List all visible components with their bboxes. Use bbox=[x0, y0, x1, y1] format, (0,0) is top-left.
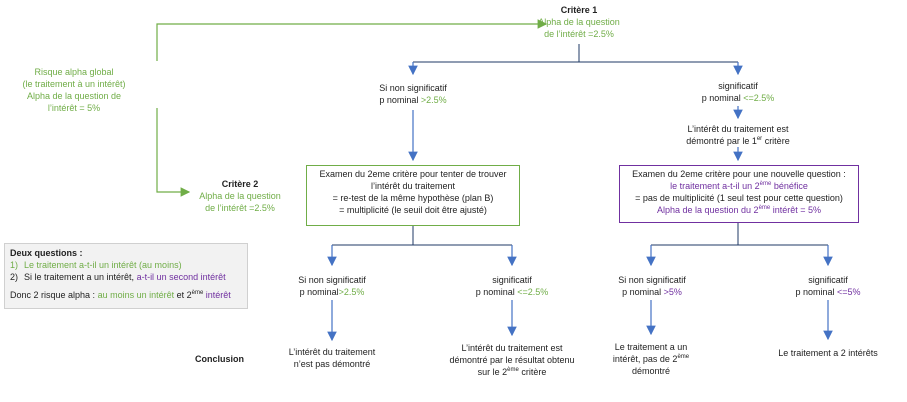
global-risk-line: Risque alpha global bbox=[34, 67, 114, 77]
global-risk-line: (le traitement à un intérêt) bbox=[22, 79, 126, 89]
legend-title: Deux questions : bbox=[10, 248, 83, 258]
superscript: ème bbox=[759, 181, 772, 187]
conclusion-line: Le traitement a 2 intérêts bbox=[778, 348, 878, 358]
left-significant: significatif p nominal <=2.5% bbox=[462, 274, 562, 298]
legend-item: Si le traitement a un intérêt, bbox=[24, 272, 137, 282]
p-nominal-label: p nominal bbox=[622, 287, 662, 297]
left-box-branch bbox=[332, 225, 512, 246]
legend-num: 2) bbox=[10, 272, 19, 282]
sig-label: significatif bbox=[492, 275, 532, 285]
legend-item: a-t-il un second intérêt bbox=[136, 272, 226, 282]
p-nominal-label: p nominal bbox=[379, 95, 419, 105]
conclusion-line: démontré par le résultat obtenu bbox=[449, 355, 575, 365]
conclusion-line: L’intérêt du traitement bbox=[288, 347, 376, 357]
global-risk-text: Risque alpha global (le traitement à un … bbox=[14, 66, 134, 114]
right-box-branch bbox=[651, 222, 828, 246]
c1-nonsignificant: Si non significatif p nominal >2.5% bbox=[353, 82, 473, 106]
conclusion-not-demonstrated: L’intérêt du traitement n’est pas démont… bbox=[272, 346, 392, 370]
p-nominal-threshold: <=5% bbox=[837, 287, 861, 297]
box-line: Examen du 2eme critère pour une nouvelle… bbox=[632, 169, 846, 179]
criterion-1: Critère 1 Alpha de la question de l’inté… bbox=[529, 4, 629, 40]
crit1-branch bbox=[413, 44, 738, 63]
legend-summary: intérêt bbox=[203, 290, 231, 300]
criterion-1-alpha: de l’intérêt =2.5% bbox=[544, 29, 614, 39]
conclusion-line: sur le 2 bbox=[477, 367, 508, 377]
legend-summary: au moins un intérêt bbox=[97, 290, 175, 300]
legend-item: Le traitement a-t-il un intérêt (au moin… bbox=[24, 260, 182, 270]
legend-summary: et 2 bbox=[174, 290, 192, 300]
conclusion-one-interest: Le traitement a un intérêt, pas de 2ème … bbox=[601, 341, 701, 377]
c1-nonsig-label: Si non significatif bbox=[379, 83, 447, 93]
box-line: = re-test de la même hypothèse (plan B) bbox=[332, 193, 494, 203]
result-line: démontré par le 1 bbox=[686, 136, 757, 146]
box-line: Alpha de la question du 2 bbox=[656, 205, 759, 215]
legend-box: Deux questions : 1) Le traitement a-t-il … bbox=[4, 243, 248, 309]
criterion-2: Critère 2 Alpha de la question de l’inté… bbox=[190, 178, 290, 214]
box-line: l’intérêt du traitement bbox=[370, 181, 456, 191]
legend-num: 1) bbox=[10, 260, 19, 270]
criterion-2-title: Critère 2 bbox=[221, 179, 259, 189]
conclusion-line: L’intérêt du traitement est bbox=[461, 343, 563, 353]
p-nominal-threshold: <=2.5% bbox=[743, 93, 775, 103]
criterion-2-alpha: de l’intérêt =2.5% bbox=[205, 203, 275, 213]
exam-second-criterion-retest-box: Examen du 2eme critère pour tenter de tr… bbox=[306, 165, 520, 226]
superscript: ème bbox=[507, 367, 519, 373]
c1-significant: significatif p nominal <=2.5% bbox=[688, 80, 788, 104]
p-nominal-threshold: >5% bbox=[663, 287, 682, 297]
result-line: L’intérêt du traitement est bbox=[687, 124, 789, 134]
box-line: le traitement a-t-il un 2 bbox=[670, 181, 760, 191]
superscript: ème bbox=[758, 205, 771, 211]
p-nominal-label: p nominal bbox=[299, 287, 339, 297]
conclusion-line: critère bbox=[518, 367, 547, 377]
exam-second-criterion-new-question-box: Examen du 2eme critère pour une nouvelle… bbox=[619, 165, 859, 223]
criterion-2-alpha: Alpha de la question bbox=[199, 191, 281, 201]
criterion-1-alpha: Alpha de la question bbox=[538, 17, 620, 27]
conclusion-two-interests: Le traitement a 2 intérêts bbox=[763, 347, 893, 359]
right-significant: significatif p nominal <=5% bbox=[778, 274, 878, 298]
box-line: = pas de multiplicité (1 seul test pour … bbox=[635, 193, 843, 203]
green-arrow-to-crit1 bbox=[156, 19, 548, 61]
right-nonsignificant: Si non significatif p nominal >5% bbox=[592, 274, 712, 298]
criterion-1-title: Critère 1 bbox=[560, 5, 598, 15]
box-line: Examen du 2eme critère pour tenter de tr… bbox=[319, 169, 507, 179]
global-risk-line: Alpha de la question de bbox=[26, 91, 122, 101]
p-nominal-label: p nominal bbox=[701, 93, 741, 103]
p-nominal-threshold: <=2.5% bbox=[517, 287, 549, 297]
superscript: ème bbox=[677, 354, 690, 360]
p-nominal-threshold: >2.5% bbox=[338, 287, 365, 297]
box-line: = multiplicité (le seuil doit être ajust… bbox=[339, 205, 487, 215]
conclusion-label: Conclusion bbox=[195, 354, 244, 364]
conclusion-line: intérêt, pas de 2 bbox=[612, 354, 678, 364]
nonsig-label: Si non significatif bbox=[618, 275, 686, 285]
box-line: bénéfice bbox=[771, 181, 808, 191]
legend-summary: Donc 2 risque alpha : bbox=[10, 290, 98, 300]
conclusion-line: démontré bbox=[631, 366, 671, 376]
left-nonsignificant: Si non significatif p nominal>2.5% bbox=[272, 274, 392, 298]
p-nominal-label: p nominal bbox=[795, 287, 835, 297]
conclusion-line: Le traitement a un bbox=[614, 342, 688, 352]
superscript: er bbox=[756, 136, 763, 142]
conclusion-line: n’est pas démontré bbox=[293, 359, 371, 369]
box-line: intérêt = 5% bbox=[770, 205, 822, 215]
result-line: critère bbox=[762, 136, 790, 146]
green-arrow-to-crit2 bbox=[156, 108, 191, 197]
p-nominal-label: p nominal bbox=[475, 287, 515, 297]
c1-significant-result: L’intérêt du traitement est démontré par… bbox=[663, 123, 813, 147]
global-risk-line: l’intérêt = 5% bbox=[47, 103, 101, 113]
c1-sig-label: significatif bbox=[718, 81, 758, 91]
sig-label: significatif bbox=[808, 275, 848, 285]
conclusion-demonstrated-by-second: L’intérêt du traitement est démontré par… bbox=[432, 342, 592, 378]
nonsig-label: Si non significatif bbox=[298, 275, 366, 285]
p-nominal-threshold: >2.5% bbox=[420, 95, 447, 105]
superscript: ème bbox=[191, 290, 204, 296]
